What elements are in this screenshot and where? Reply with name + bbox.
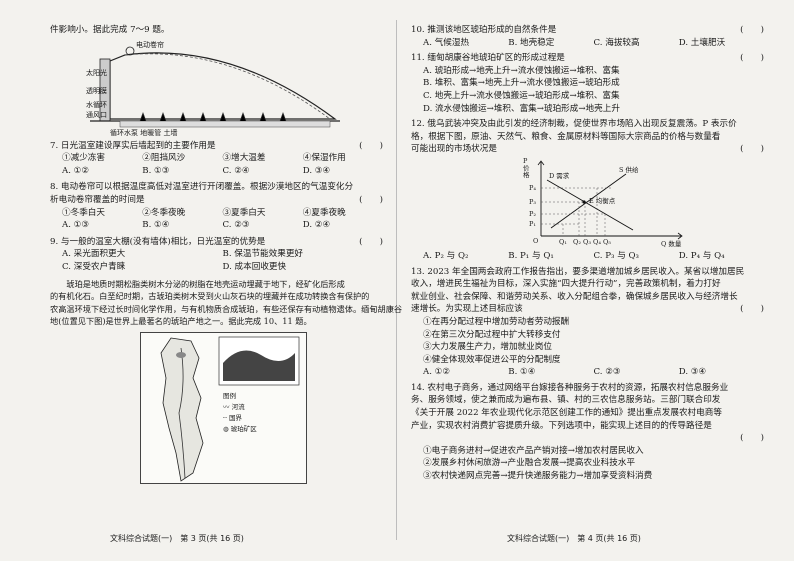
q11-choice-a: A. 琥珀形成→地壳上升→流水侵蚀搬运→堆积、富集: [423, 65, 620, 76]
q-tick-1: Q₁: [559, 237, 567, 246]
chart-xlabel: Q 数量: [661, 239, 682, 248]
q11-choice-b: B. 堆积、富集→地壳上升→流水侵蚀搬运→琥珀形成: [423, 78, 620, 89]
demand-label: D 需求: [549, 171, 570, 180]
q13-option-1: ①在再分配过程中增加劳动者劳动报酬: [423, 316, 570, 327]
page-divider: [396, 20, 397, 540]
q14-line-2: 务、服务领域，使之兼而成为遍布县、镇、村的三农信息服务站。三部门联合印发: [411, 395, 721, 406]
q11-choice-c: C. 地壳上升→流水侵蚀搬运→琥珀形成→堆积、富集: [423, 90, 620, 101]
right-footer: 文科综合试题(一) 第 4 页(共 16 页): [507, 534, 641, 543]
q12-line-3: 可能出现的市场状况是( ): [411, 144, 764, 155]
amber-mine-legend-icon: ◍: [223, 424, 231, 433]
q14-option-1: ①电子商务进村→促进农产品产销对接→增加农村居民收入: [423, 445, 644, 456]
border-legend-icon: ┄: [223, 413, 229, 422]
label-film: 透明膜: [86, 86, 107, 95]
q14-paren-line: ( ): [740, 433, 764, 444]
left-footer: 文科综合试题(一) 第 3 页(共 16 页): [110, 534, 244, 543]
q-tick-3: Q₃: [583, 237, 591, 246]
q-tick-4: Q₄: [593, 237, 601, 246]
greenhouse-diagram: 电动卷帘 太阳光 透明膜 水循环 通风口 循环水泵 地暖管 土墙: [86, 40, 383, 137]
q13-line-1: 13. 2023 年全国两会政府工作报告指出，要多渠道增加城乡居民收入。某省以增…: [411, 266, 745, 277]
q14-option-2: ②发展乡村休闲旅游→产业融合发展→提高农业科技水平: [423, 458, 636, 469]
chart-ylabel: P 价格: [523, 156, 530, 179]
q8-stem-2: 析电动卷帘覆盖的时间是( ): [50, 194, 383, 205]
label-vent: 通风口: [86, 110, 107, 119]
q11-choice-d: D. 流水侵蚀搬运→堆积、富集→琥珀形成→地壳上升: [423, 103, 620, 114]
q-tick-5: Q₅: [603, 237, 611, 246]
amber-passage: 琥珀是地质时期松脂类树木分泌的树脂在地壳运动埋藏于地下，经矿化后形成 的有机化石…: [50, 278, 403, 327]
label-water: 水循环: [86, 100, 107, 109]
q8-stem-1: 8. 电动卷帘可以根据温度高低对温室进行开闭覆盖。根据沙漠地区的气温变化分: [50, 182, 354, 193]
label-bottom: 循环水泵 地暖管 土墙: [110, 128, 178, 137]
supply-demand-chart: P 价格 Q 数量 D 需求 S 供给 E 均衡点 P₄ P₃ P₂ P₁ O …: [521, 156, 691, 250]
q13-option-3: ③大力发展生产力，增加就业岗位: [423, 342, 552, 353]
intro-tail: 件影响小。据此完成 7～9 题。: [50, 25, 170, 35]
q14-line-1: 14. 农村电子商务，通过网络平台嫁接各种服务于农村的资源，拓展农村信息服务业: [411, 382, 729, 393]
label-roller: 电动卷帘: [136, 40, 164, 49]
left-page: 件影响小。据此完成 7～9 题。 电动卷帘 太阳光 透明膜 水循环 通风口 循环…: [50, 25, 403, 543]
label-sun: 太阳光: [86, 68, 107, 77]
q12-line-1: 12. 俄乌武装冲突及由此引发的经济制裁，促使世界市场陷入出现反复震荡。P 表示…: [411, 119, 737, 130]
q13-option-2: ②在第三次分配过程中扩大转移支付: [423, 329, 561, 340]
q13-line-4: 速增长。为实现上述目标应该( ): [411, 304, 764, 315]
q14-line-4: 产业，实现农村消费扩容提质升级。下列选项中，能实现上述目的的传导路径是: [411, 420, 712, 431]
q13-line-2: 收入，增进民生福祉为目标，深入实施“四大提升行动”，完善政策机制，着力打好: [411, 279, 721, 290]
q13-option-4: ④健全体现效率促进公平的分配制度: [423, 354, 561, 365]
chart-svg: [537, 160, 683, 240]
p-tick-3: P₃: [529, 197, 536, 206]
p-tick-4: P₄: [529, 183, 536, 192]
supply-label: S 供给: [619, 165, 639, 174]
river-legend-icon: 〰: [223, 402, 232, 411]
q14-option-3: ③农村快递网点完善→提升快递服务能力→增加享受资料消费: [423, 471, 653, 482]
map-legend: 图例 〰 河流 ┄ 国界 ◍ 琥珀矿区: [223, 391, 257, 433]
q7-stem: 7. 日光温室建设厚实后墙起到的主要作用是( ): [50, 140, 383, 151]
q12-line-2: 格，根据下图，原油、天然气、粮食、金属原材料等国际大宗商品的价格与数量看: [411, 131, 721, 142]
greenhouse-svg: [90, 46, 340, 127]
p-tick-1: P₁: [529, 219, 536, 228]
origin-label: O: [533, 236, 539, 245]
myanmar-map: 图例 〰 河流 ┄ 国界 ◍ 琥珀矿区: [140, 331, 307, 484]
q10-stem: 10. 推测该地区琥珀形成的自然条件是( ): [411, 25, 764, 35]
q11-stem: 11. 缅甸胡康谷地琥珀矿区的形成过程是( ): [411, 53, 764, 64]
q14-line-3: 《关于开展 2022 年农业现代化示范区创建工作的通知》提出重点发展农村电商等: [411, 408, 722, 419]
p-tick-2: P₂: [529, 209, 536, 218]
equilibrium-label: E 均衡点: [589, 196, 616, 205]
q-tick-2: Q₂: [573, 237, 581, 246]
q13-line-3: 就业创业、社会保障、和谐劳动关系、收入分配组合拳，确保城乡居民收入与经济增长: [411, 291, 738, 302]
map-svg: [160, 336, 300, 482]
q9-stem: 9. 与一般的温室大棚(没有墙体)相比，日光温室的优势是( ): [50, 236, 383, 247]
